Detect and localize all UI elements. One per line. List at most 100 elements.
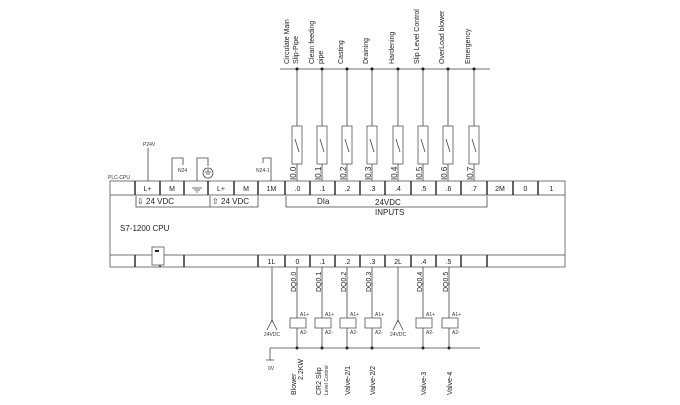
input-channel: I0.7 Emergency: [465, 28, 480, 181]
coil-a2: A2-: [452, 330, 460, 336]
input-address: I0.5: [415, 166, 424, 180]
svg-text:24VDC: 24VDC: [264, 332, 281, 338]
top-terminal: .1: [320, 186, 326, 193]
input-label: Circulate Main: [284, 19, 291, 64]
svg-text:24VDC: 24VDC: [390, 332, 407, 338]
output-channel: DQ0.2A1+A2-Valve-2/1: [339, 267, 359, 395]
output-address: DQ0.0: [291, 272, 298, 292]
output-label: 2.2KW: [298, 359, 305, 380]
bottom-terminal: .4: [421, 259, 427, 266]
top-terminal: 0: [524, 186, 528, 193]
top-terminal: 1: [550, 186, 554, 193]
bottom-terminal: 2L: [394, 259, 402, 266]
top-terminal: .7: [471, 186, 477, 193]
top-terminal: 1M: [267, 186, 277, 193]
input-channel: I0.5 Slip Level Control: [414, 9, 429, 181]
top-terminal: L+: [144, 186, 152, 193]
coil-a1: A1+: [426, 312, 435, 318]
top-terminal: .4: [395, 186, 401, 193]
input-label: OverLoad blower: [439, 10, 446, 64]
top-terminal: M: [243, 186, 249, 193]
supply-24vdc-symbol: 24VDC: [264, 267, 281, 338]
input-channel: I0.4 Hardening: [389, 32, 404, 181]
coil-a1: A1+: [452, 312, 461, 318]
top-terminal: M: [169, 186, 175, 193]
input-label: Draining: [363, 38, 370, 64]
output-label: Blower: [291, 373, 298, 395]
bottom-terminal: .5: [446, 259, 452, 266]
top-terminal: .5: [421, 186, 427, 193]
input-label: Slip-Pipe: [293, 36, 300, 64]
supply-in-label: 24 VDC: [146, 197, 174, 206]
output-label: CR2 Slip: [316, 367, 323, 395]
plc-tag: PLC-CPU: [108, 175, 130, 181]
input-address: I0.7: [466, 166, 475, 180]
output-address: DQ0.4: [417, 272, 424, 292]
n24-1-label: N24-1: [256, 168, 270, 174]
inputs-voltage-label: 24VDC: [375, 198, 401, 207]
relay-coil-icon: [289, 317, 307, 329]
coil-a1: A1+: [375, 312, 384, 318]
arrow-down-icon: ⇩: [137, 197, 144, 206]
output-address: DQ0.2: [341, 272, 348, 292]
output-label: Level Control: [324, 366, 330, 395]
top-terminal: .2: [345, 186, 351, 193]
output-channel: DQ0.5A1+ A2- Valve-4: [441, 267, 461, 395]
n24-label: N24: [178, 168, 187, 174]
output-label: Valve-2/1: [345, 366, 352, 395]
top-terminal: .3: [370, 186, 376, 193]
coil-a1: A1+: [300, 312, 309, 318]
output-label: Valve-2/2: [370, 366, 377, 395]
p24v-label: P24V: [143, 142, 156, 148]
relay-coil-icon: [415, 317, 433, 329]
arrow-up-icon: ⇧: [212, 197, 219, 206]
output-channel: DQ0.4A1+ A2- Valve-3: [415, 267, 435, 395]
input-address: I0.4: [390, 166, 399, 180]
bottom-terminal: 1L: [268, 259, 276, 266]
relay-coil-icon: [364, 317, 382, 329]
ground-icon: [202, 167, 214, 179]
supply-24vdc-symbol: 24VDC: [390, 267, 407, 338]
top-terminal: .6: [446, 186, 452, 193]
coil-a1: A1+: [325, 312, 334, 318]
coil-a2: A2-: [426, 330, 434, 336]
coil-a2: A2-: [350, 330, 358, 336]
output-channel: DQ0.3A1+A2-Valve-2/2: [364, 267, 384, 395]
coil-a2: A2-: [325, 330, 333, 336]
input-channel: I0.6 OverLoad blower: [439, 10, 454, 181]
input-label: Casting: [338, 40, 345, 64]
relay-coil-icon: [339, 317, 357, 329]
output-label: Valve-3: [421, 372, 428, 395]
zero-v-label: 0V: [268, 366, 275, 372]
input-address: I0.6: [440, 166, 449, 180]
input-label: Clean feeding: [309, 21, 316, 64]
input-address: I0.0: [289, 166, 298, 180]
bottom-terminal: 0: [296, 259, 300, 266]
input-label: Slip Level Control: [414, 9, 421, 64]
plc-title: S7-1200 CPU: [120, 224, 170, 233]
dia-label: DIa: [317, 197, 330, 206]
output-label: Valve-4: [447, 372, 454, 395]
input-address: I0.1: [314, 166, 323, 180]
output-address: DQ0.5: [443, 272, 450, 292]
relay-coil-icon: [441, 317, 459, 329]
relay-coil-icon: [314, 317, 332, 329]
bottom-terminal: .1: [320, 259, 326, 266]
top-terminal: .0: [295, 186, 301, 193]
battery-icon: [151, 246, 165, 266]
input-label: Hardening: [389, 32, 396, 64]
output-address: DQ0.1: [316, 272, 323, 292]
top-terminal: L+: [217, 186, 225, 193]
top-terminal: 2M: [495, 186, 505, 193]
input-label: Emergency: [465, 28, 472, 64]
supply-out-label: 24 VDC: [221, 197, 249, 206]
coil-a2: A2-: [375, 330, 383, 336]
plc-cpu-box: [109, 180, 566, 268]
coil-a2: A2-: [300, 330, 308, 336]
